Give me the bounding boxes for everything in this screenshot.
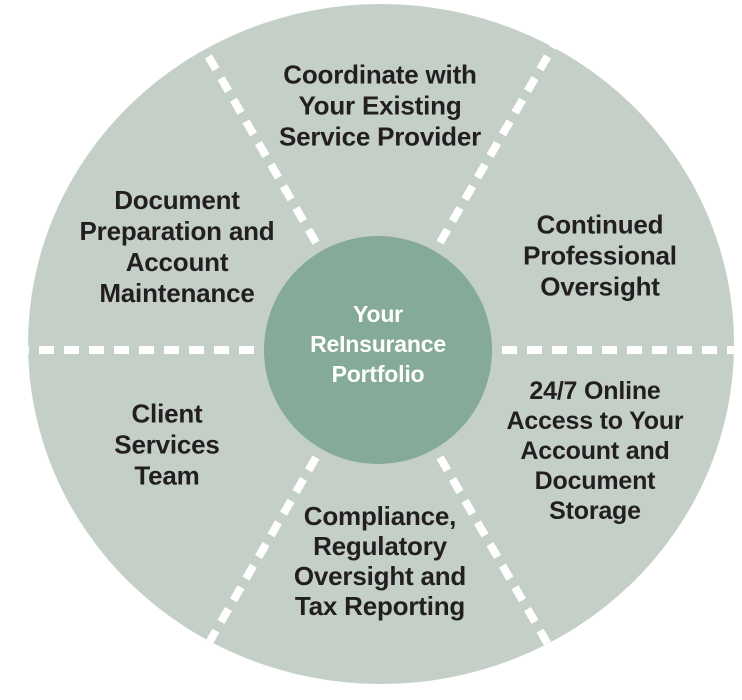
- segment-label-continued-professional-oversight: Continued Professional Oversight: [523, 209, 677, 302]
- center-hub-circle: [264, 236, 492, 464]
- segment-label-coordinate-service-provider: Coordinate with Your Existing Service Pr…: [278, 59, 482, 152]
- divider-upper-right: [436, 37, 561, 245]
- divider-upper-left: [195, 37, 320, 245]
- divider-lower-left: [195, 455, 320, 663]
- segment-label-document-preparation-maintenance: Document Preparation and Account Mainten…: [79, 185, 275, 308]
- segment-label-compliance-regulatory-tax: Compliance, Regulatory Oversight and Tax…: [293, 501, 467, 621]
- segment-dividers: [28, 37, 734, 663]
- divider-lower-right: [436, 455, 561, 663]
- segment-label-client-services-team: Client Services Team: [114, 398, 220, 491]
- center-hub-label: Your ReInsurance Portfolio: [310, 301, 446, 387]
- segment-label-online-access-storage: 24/7 Online Access to Your Account and D…: [506, 377, 684, 525]
